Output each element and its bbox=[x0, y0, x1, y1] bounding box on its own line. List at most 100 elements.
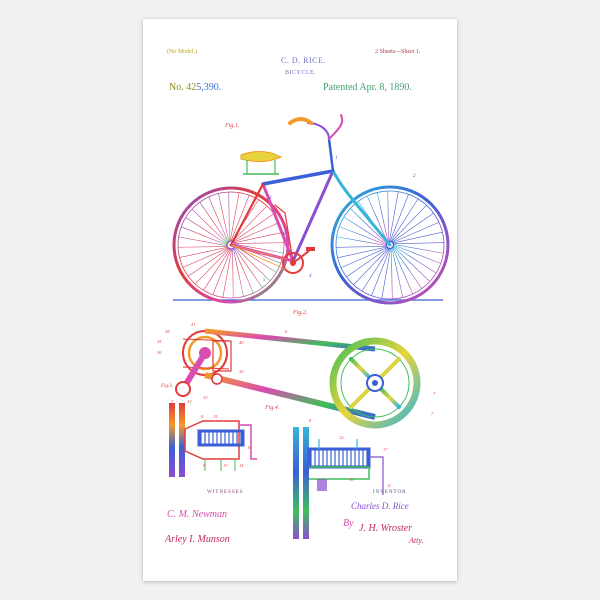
spoke bbox=[381, 248, 391, 299]
patent-number-prefix: No. 42 bbox=[169, 82, 197, 93]
spoke bbox=[185, 217, 228, 245]
fig1-label: Fig.1. bbox=[224, 123, 239, 129]
spoke bbox=[234, 243, 284, 254]
spoke bbox=[390, 198, 419, 242]
sheet-label: 2 Sheets—Sheet 1. bbox=[375, 49, 421, 55]
svg-text:14: 14 bbox=[239, 463, 244, 468]
spoke bbox=[389, 194, 409, 242]
inventor-signature: Charles D. Rice bbox=[351, 501, 409, 511]
spoke bbox=[203, 248, 231, 291]
spoke bbox=[222, 248, 233, 298]
spoke bbox=[393, 245, 437, 274]
witness-1-signature: C. M. Newman bbox=[167, 509, 227, 520]
fig4-hub-details: Fig.4. bbox=[169, 399, 391, 539]
spoke bbox=[387, 191, 389, 242]
rear-wheel-rim bbox=[177, 191, 285, 299]
svg-text:9: 9 bbox=[203, 463, 206, 468]
fig2-reference-numerals: 28 41 35 36 40 33 32 30 6 7 7 bbox=[157, 322, 436, 416]
attorney-signature: J. H. Wroster bbox=[359, 523, 412, 534]
invention-title: BICYCLE. bbox=[285, 70, 317, 76]
bicycle-frame bbox=[229, 114, 392, 264]
spoke bbox=[393, 244, 444, 254]
spoke bbox=[178, 236, 228, 247]
spoke bbox=[212, 248, 232, 295]
spoke bbox=[234, 232, 283, 244]
spoke bbox=[376, 192, 389, 243]
spoke bbox=[179, 246, 228, 258]
spoke bbox=[361, 248, 390, 292]
spoke bbox=[393, 246, 430, 282]
no-model-label: (No Model.) bbox=[167, 49, 197, 55]
spoke bbox=[188, 248, 229, 277]
spoke bbox=[191, 208, 228, 244]
spoke bbox=[232, 205, 268, 242]
svg-text:32: 32 bbox=[187, 399, 192, 404]
spoke bbox=[391, 212, 434, 243]
saddle bbox=[240, 151, 283, 175]
right-hub-detail bbox=[293, 427, 384, 539]
patent-number-digits: 5,390. bbox=[196, 82, 222, 93]
svg-text:10: 10 bbox=[349, 477, 354, 482]
spoke bbox=[178, 246, 228, 248]
spoke bbox=[350, 208, 387, 244]
sprocket-spoke bbox=[348, 386, 372, 410]
fig4-label: Fig.4. bbox=[264, 404, 279, 411]
svg-text:35: 35 bbox=[157, 339, 162, 344]
spoke bbox=[233, 222, 280, 243]
svg-text:7: 7 bbox=[431, 411, 434, 416]
attorney-title: Atty. bbox=[408, 536, 423, 545]
svg-text:13: 13 bbox=[223, 463, 228, 468]
left-hub-detail bbox=[169, 403, 257, 477]
spoke bbox=[234, 247, 263, 288]
rear-wheel-spokes bbox=[178, 192, 284, 298]
spoke bbox=[336, 246, 387, 248]
spoke bbox=[234, 246, 271, 282]
svg-text:6: 6 bbox=[285, 329, 288, 334]
sprocket-spoke bbox=[378, 356, 402, 380]
svg-text:7: 7 bbox=[171, 399, 174, 404]
svg-text:7: 7 bbox=[433, 391, 436, 396]
svg-text:15: 15 bbox=[213, 414, 218, 419]
spoke bbox=[393, 242, 444, 244]
spoke bbox=[194, 248, 230, 285]
fig2-label: Fig.2. bbox=[292, 310, 307, 316]
svg-text:1: 1 bbox=[335, 156, 338, 161]
spoke bbox=[181, 226, 228, 246]
spoke bbox=[232, 248, 234, 298]
spoke bbox=[343, 216, 387, 245]
spoke bbox=[340, 247, 388, 269]
spoke bbox=[229, 192, 240, 242]
spoke bbox=[337, 246, 388, 259]
inventor-label: INVENTOR bbox=[373, 490, 407, 495]
svg-text:30: 30 bbox=[239, 369, 244, 374]
svg-text:36: 36 bbox=[157, 350, 162, 355]
spoke bbox=[391, 247, 404, 298]
svg-text:12: 12 bbox=[339, 435, 344, 440]
fig3-label: Fig.3. bbox=[160, 384, 173, 389]
spoke bbox=[366, 195, 388, 243]
crank-arm bbox=[175, 350, 223, 397]
spoke bbox=[392, 231, 443, 244]
spoke bbox=[208, 196, 229, 243]
chainring bbox=[230, 244, 315, 274]
svg-text:11: 11 bbox=[387, 483, 391, 488]
spoke bbox=[389, 191, 399, 242]
sprocket-spoke bbox=[348, 356, 372, 380]
spoke bbox=[353, 248, 389, 285]
front-wheel bbox=[330, 185, 450, 305]
spoke bbox=[233, 247, 254, 294]
svg-text:8: 8 bbox=[283, 232, 286, 237]
fig4-reference-numerals: 7 8 15 16 9 13 14 8 12 17 10 11 bbox=[171, 399, 391, 488]
sprocket-spoke bbox=[378, 386, 402, 410]
spoke bbox=[228, 192, 230, 242]
spoke bbox=[230, 195, 250, 242]
fig2-chain-drive: Fig.2. bbox=[157, 310, 436, 429]
svg-text:28: 28 bbox=[165, 329, 170, 334]
patent-drawing: Fig.1. bbox=[157, 114, 450, 545]
rear-sprocket-wheel bbox=[329, 337, 421, 429]
signatures: C. M. Newman Arley I. Munson Charles D. … bbox=[164, 501, 423, 545]
witness-2-signature: Arley I. Munson bbox=[164, 534, 230, 545]
svg-text:33: 33 bbox=[203, 395, 208, 400]
front-wheel-tire bbox=[330, 185, 450, 305]
svg-text:8: 8 bbox=[201, 414, 204, 419]
